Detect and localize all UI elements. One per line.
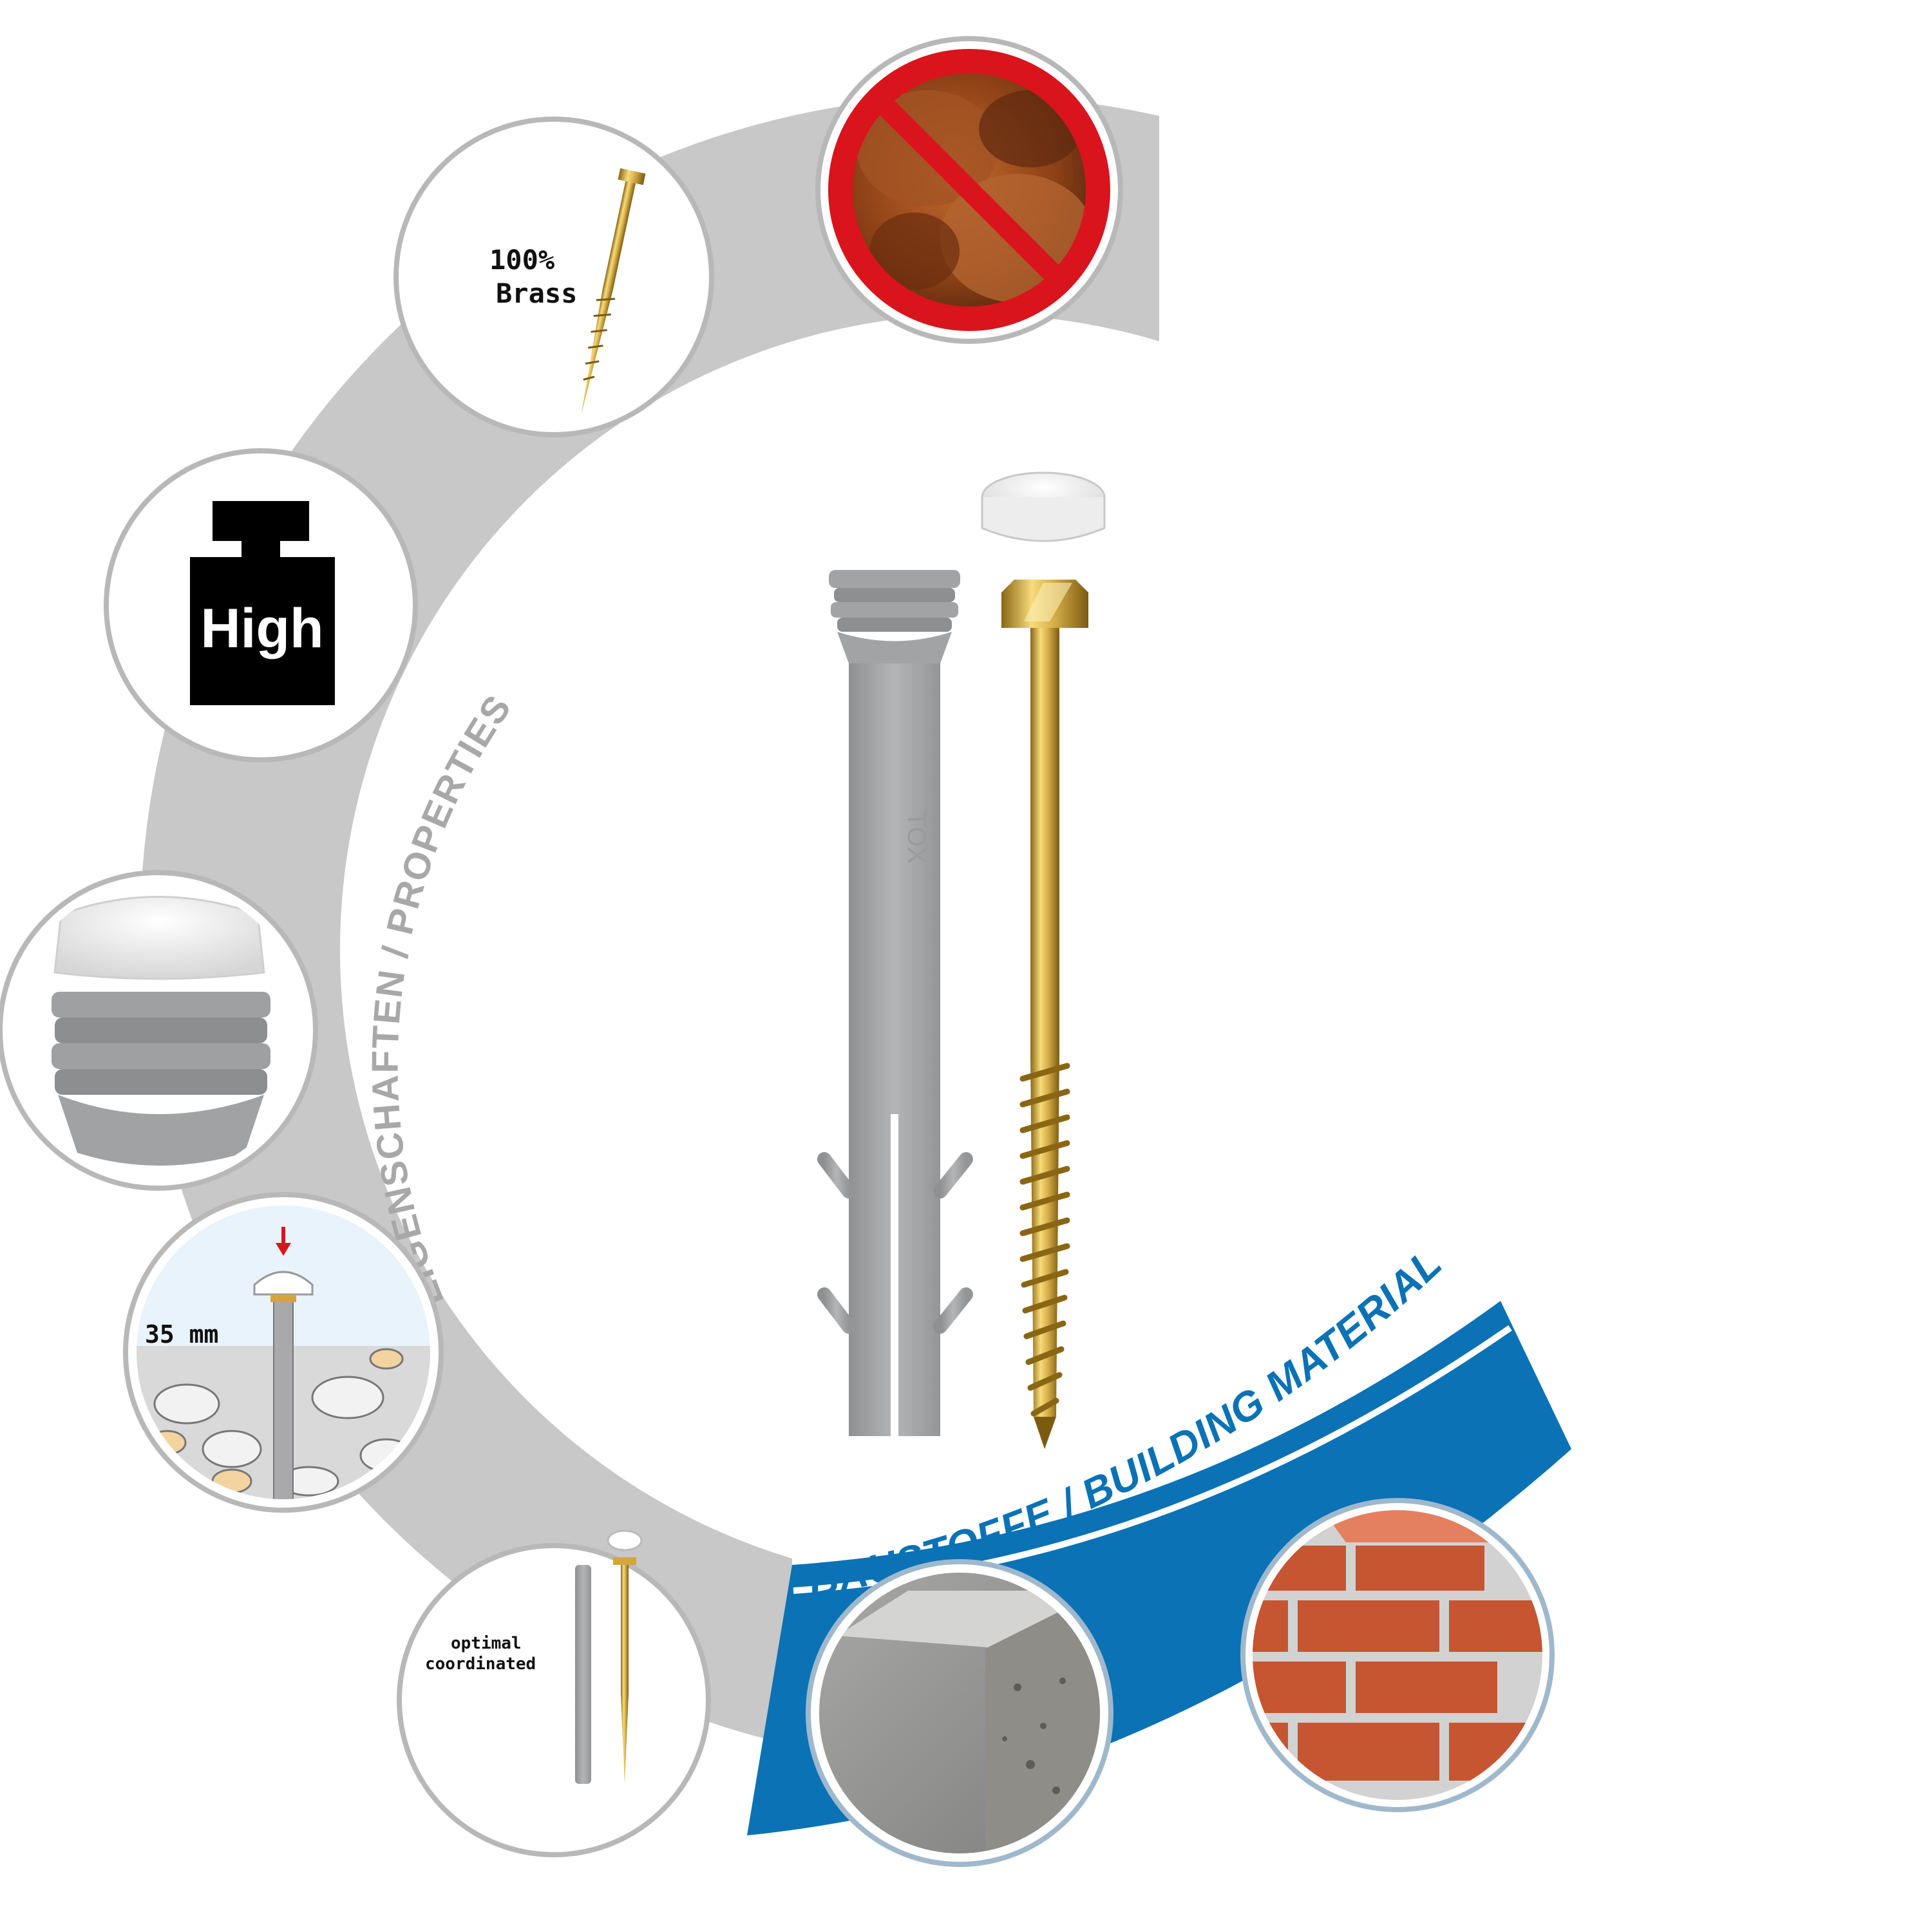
brass-label-line1: 100% <box>489 244 554 276</box>
concrete-icon <box>819 1573 1100 1853</box>
properties-arc-label: EIGENSCHAFTEN / PROPERTIES <box>365 687 520 1313</box>
feature-no-rust <box>815 36 1123 344</box>
plug-screw-mini-icon <box>575 1530 643 1784</box>
coordinated-label-line2: coordinated <box>425 1654 536 1674</box>
load-label: High <box>200 598 323 659</box>
feature-depth: 35 mm <box>123 1192 444 1513</box>
cover-cap-product-image <box>981 471 1106 542</box>
feature-high-load: High <box>104 448 418 762</box>
depth-label: 35 mm <box>145 1320 218 1349</box>
feature-coordinated: optimal coordinated <box>397 1530 711 1857</box>
no-rust-icon <box>828 49 1110 331</box>
brand-mark: TOX <box>902 811 931 864</box>
feature-brass: 100% Brass <box>393 117 714 437</box>
plug-product-image: TOX <box>817 570 973 1436</box>
brass-label-line2: Brass <box>496 278 577 309</box>
cover-cap-icon <box>52 896 270 1166</box>
brass-screw-icon <box>581 168 646 415</box>
feature-cover-cap <box>0 870 318 1191</box>
coordinated-label-line1: optimal <box>451 1634 522 1653</box>
weight-icon <box>190 501 335 705</box>
material-concrete <box>806 1559 1113 1867</box>
press-arrow-icon <box>276 1227 291 1256</box>
brass-screw-product-image <box>1001 580 1088 1449</box>
material-brick <box>1240 1498 1555 1812</box>
